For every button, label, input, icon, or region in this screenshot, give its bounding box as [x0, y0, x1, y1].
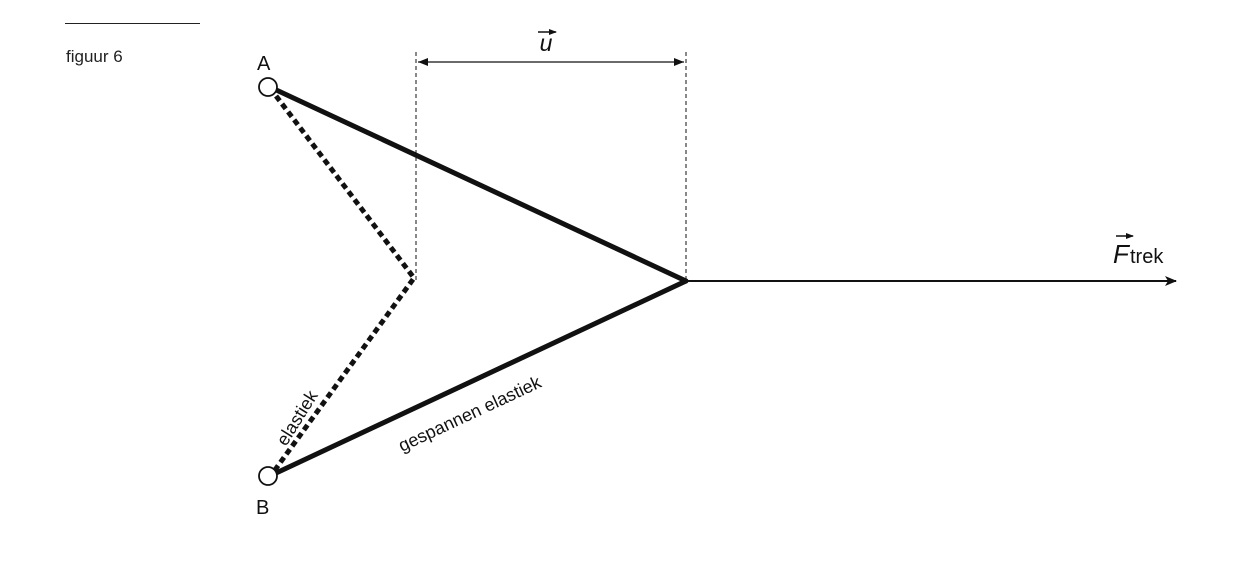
force-label: F	[1113, 239, 1131, 269]
anchor-point-a	[258, 77, 278, 97]
elastic-label: elastiek	[272, 386, 322, 449]
force-subscript: trek	[1130, 246, 1164, 268]
stretched-elastic-upper	[269, 85, 689, 284]
caption-rule	[65, 23, 200, 24]
point-b-label: B	[256, 497, 269, 519]
figure-caption: figuur 6	[66, 47, 123, 66]
anchor-point-b	[258, 466, 278, 486]
stretched-elastic-lower	[271, 278, 689, 477]
point-a-label: A	[257, 53, 271, 75]
displacement-label: u	[540, 30, 553, 56]
